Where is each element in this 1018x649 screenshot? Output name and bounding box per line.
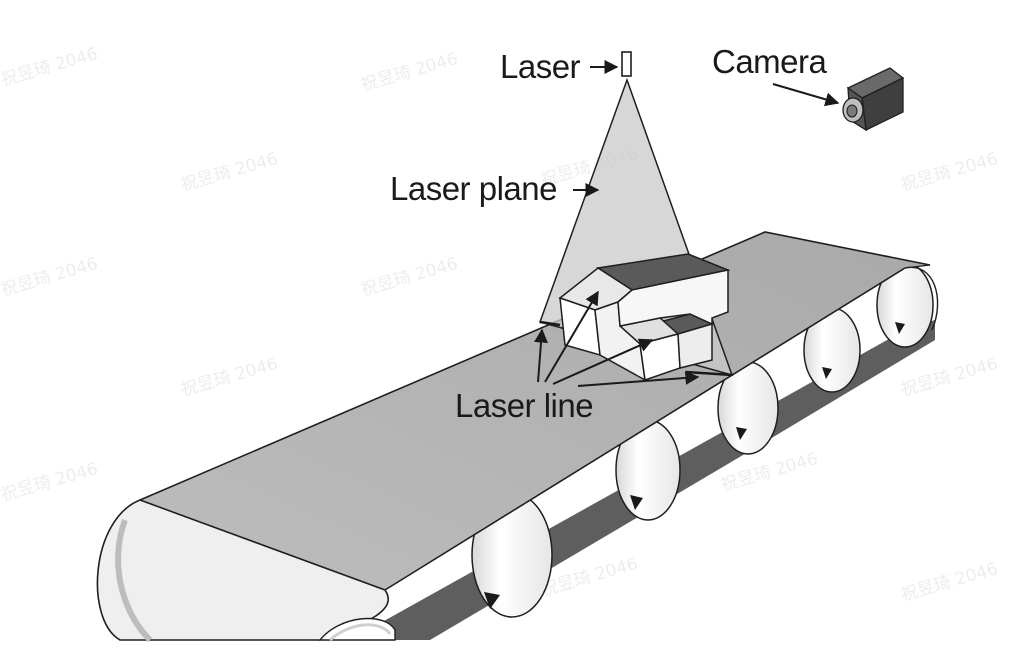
label-laser-group: Laser: [500, 48, 619, 85]
watermark: 祝昱琦 2046: [179, 149, 280, 196]
watermark: 祝昱琦 2046: [899, 149, 1000, 196]
laser-line-arrow: [534, 328, 549, 383]
label-laser-plane-group: Laser plane: [390, 170, 600, 207]
watermark: 祝昱琦 2046: [0, 44, 100, 91]
belt-far-edge: [139, 231, 931, 501]
watermark: 祝昱琦 2046: [0, 254, 100, 301]
watermark: 祝昱琦 2046: [359, 254, 460, 301]
scanned-object: [539, 253, 733, 382]
conveyor-belt: [96, 231, 939, 643]
camera-icon: [842, 67, 905, 132]
label-laser: Laser: [500, 48, 581, 85]
watermark: 祝昱琦 2046: [899, 354, 1000, 401]
laser-line-arrow: [577, 370, 700, 387]
watermark: 祝昱琦 2046: [899, 559, 1000, 606]
belt-near-edge: [384, 267, 906, 591]
camera-arrow: [772, 83, 840, 107]
front-roller: [96, 499, 389, 641]
belt-top-surface: [140, 232, 930, 590]
label-laser-plane: Laser plane: [390, 170, 557, 207]
label-camera-group: Camera: [712, 43, 840, 107]
label-laser-line: Laser line: [455, 387, 593, 424]
label-laser-line-group: Laser line: [455, 290, 700, 424]
laser-emitter-icon: [621, 51, 632, 77]
label-camera: Camera: [712, 43, 828, 80]
laser-line-arrow: [552, 338, 654, 385]
watermark: 祝昱琦 2046: [0, 459, 100, 506]
watermark: 祝昱琦 2046: [179, 354, 280, 401]
watermark: 祝昱琦 2046: [359, 49, 460, 96]
roller: [615, 419, 681, 521]
laser-line-arrow: [544, 290, 599, 383]
